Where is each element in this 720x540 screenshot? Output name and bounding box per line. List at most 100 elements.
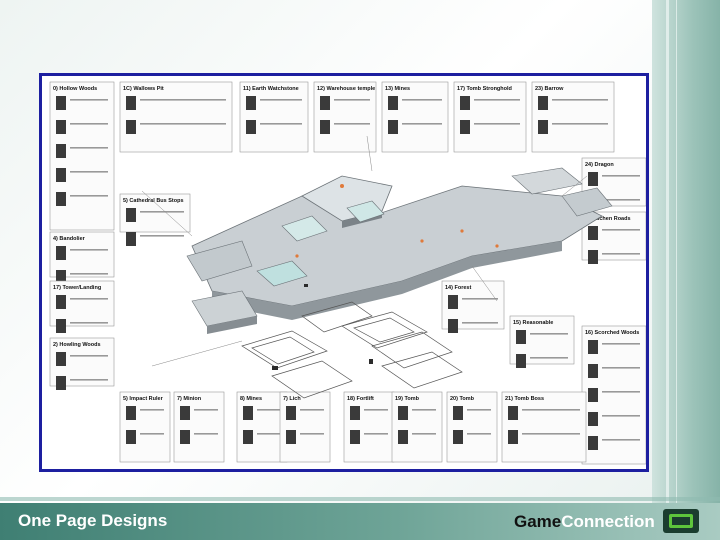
top-box: 11) Earth Watchstone [240, 82, 308, 152]
top-box: 1C) Wallows Pit [120, 82, 232, 152]
monster-thumbnail [180, 430, 190, 444]
box-title: 14) Forest [445, 285, 471, 291]
monster-caption-line [70, 147, 108, 149]
box-title: 16) Scorched Woods [585, 330, 639, 336]
monster-thumbnail [388, 120, 398, 134]
monster-caption-line [70, 99, 108, 101]
left-box: 17) Tower/Landing [50, 281, 114, 333]
monster-caption-line [70, 273, 108, 275]
monster-caption-line [552, 99, 608, 101]
brand-word-game: Game [514, 512, 561, 531]
box-outline [314, 82, 376, 152]
monster-caption-line [462, 322, 498, 324]
monster-thumbnail [398, 406, 408, 420]
monster-caption-line [140, 235, 184, 237]
monster-caption-line [70, 355, 108, 357]
monster-caption-line [334, 99, 370, 101]
monster-thumbnail [126, 232, 136, 246]
monster-caption-line [467, 433, 491, 435]
box-title: 15) Reasonable [513, 320, 553, 326]
box-title: 0) Hollow Woods [53, 86, 97, 92]
slide-series-title: One Page Designs [18, 511, 167, 531]
monster-thumbnail [460, 120, 470, 134]
box-title: 23) Barrow [535, 86, 564, 92]
monster-caption-line [602, 229, 640, 231]
brand-word-connection: Connection [561, 512, 655, 531]
monster-caption-line [602, 253, 640, 255]
bottom-box: 7) Minion [174, 392, 224, 462]
monster-thumbnail [126, 120, 136, 134]
footer-divider [0, 497, 720, 501]
box-outline [447, 392, 497, 462]
monster-thumbnail [56, 376, 66, 390]
left-box: 2) Howling Woods [50, 338, 114, 390]
monster-caption-line [260, 99, 302, 101]
monster-caption-line [257, 409, 281, 411]
monster-caption-line [300, 433, 324, 435]
monster-thumbnail [453, 406, 463, 420]
monster-caption-line [334, 123, 370, 125]
monster-thumbnail [588, 226, 598, 240]
monster-caption-line [70, 123, 108, 125]
monster-thumbnail [56, 246, 66, 260]
monster-caption-line [260, 123, 302, 125]
monster-thumbnail [56, 319, 66, 333]
box-outline [120, 82, 232, 152]
monster-thumbnail [538, 120, 548, 134]
monster-thumbnail [56, 192, 66, 206]
monster-caption-line [522, 409, 580, 411]
monster-thumbnail [588, 172, 598, 186]
monster-thumbnail [448, 319, 458, 333]
monster-caption-line [140, 211, 184, 213]
monster-caption-line [602, 439, 640, 441]
monster-thumbnail [460, 96, 470, 110]
monster-thumbnail [350, 430, 360, 444]
level-map-drawing: 0) Hollow Woods 1C) Wallows Pit 11) Earth … [42, 76, 646, 469]
bottom-box: 21) Tomb Boss [502, 392, 586, 462]
monster-caption-line [364, 409, 388, 411]
box-title: 8) Mines [240, 396, 262, 402]
top-box: 23) Barrow [532, 82, 614, 152]
monster-caption-line [70, 195, 108, 197]
bottom-box: 8) Mines [237, 392, 287, 462]
box-outline [532, 82, 614, 152]
monster-caption-line [257, 433, 281, 435]
monster-caption-line [522, 433, 580, 435]
monster-caption-line [602, 415, 640, 417]
monster-caption-line [552, 123, 608, 125]
box-title: 7) Minion [177, 396, 202, 402]
monster-caption-line [602, 391, 640, 393]
monster-caption-line [364, 433, 388, 435]
monster-thumbnail [588, 340, 598, 354]
monster-thumbnail [453, 430, 463, 444]
monster-caption-line [530, 357, 568, 359]
box-title: 17) Tower/Landing [53, 285, 101, 291]
monster-thumbnail [56, 120, 66, 134]
box-title: 19) Tomb [395, 396, 420, 402]
gameconnection-logo-icon [663, 509, 699, 533]
monster-caption-line [194, 409, 218, 411]
monster-thumbnail [180, 406, 190, 420]
monster-thumbnail [56, 144, 66, 158]
monster-thumbnail [588, 250, 598, 264]
footer-bar: One Page Designs GameConnection [0, 503, 720, 540]
box-outline [502, 392, 586, 462]
monster-thumbnail [56, 96, 66, 110]
monster-thumbnail [246, 96, 256, 110]
monster-caption-line [70, 171, 108, 173]
monster-caption-line [194, 433, 218, 435]
top-box: 12) Warehouse temple [314, 82, 376, 152]
monster-thumbnail [286, 406, 296, 420]
monster-thumbnail [246, 120, 256, 134]
monster-thumbnail [508, 406, 518, 420]
monster-caption-line [140, 99, 226, 101]
monster-caption-line [70, 322, 108, 324]
right-box: 14) Forest [442, 281, 504, 333]
monster-thumbnail [126, 406, 136, 420]
level-map-image: 0) Hollow Woods 1C) Wallows Pit 11) Earth … [39, 73, 649, 472]
top-box: 13) Mines [382, 82, 448, 152]
bottom-box: 18) Fortlift [344, 392, 394, 462]
box-outline [237, 392, 287, 462]
box-title: 11) Earth Watchstone [243, 86, 299, 92]
